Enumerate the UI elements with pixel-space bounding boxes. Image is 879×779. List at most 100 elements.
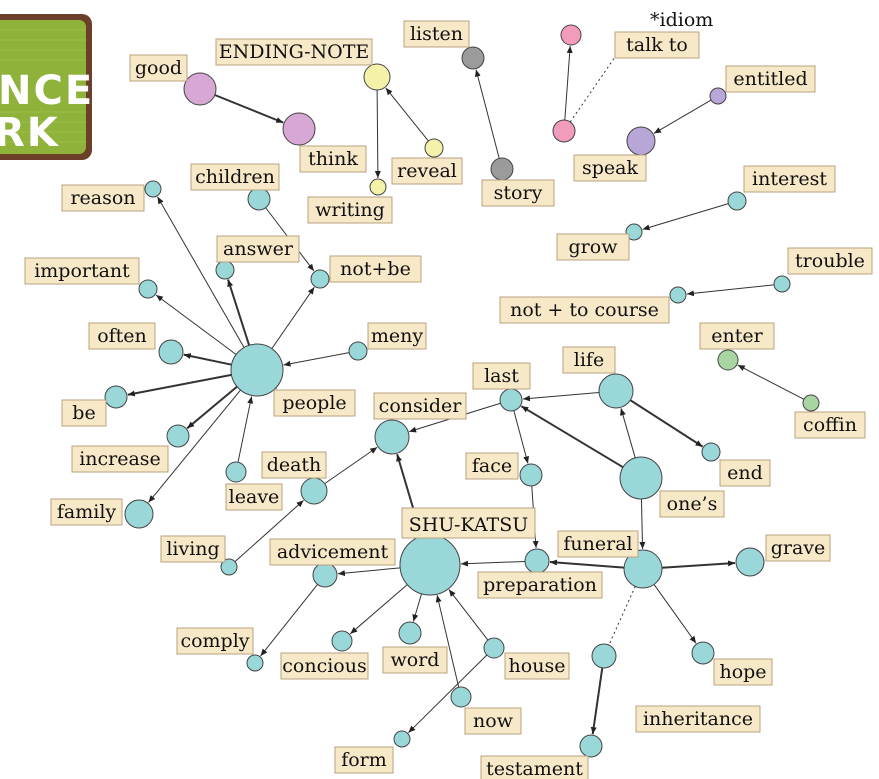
edge-house-form bbox=[408, 654, 488, 734]
label-form: form bbox=[334, 746, 394, 774]
label-consider: consider bbox=[373, 392, 467, 420]
label-box-notbe bbox=[329, 255, 422, 283]
label-now: now bbox=[464, 707, 522, 735]
edge-reveal-endingnote bbox=[385, 87, 429, 142]
node-preparation bbox=[524, 548, 550, 574]
label-face: face bbox=[465, 452, 519, 480]
node-consider bbox=[374, 419, 410, 455]
label-advicement: advicement bbox=[269, 538, 396, 566]
node-reveal bbox=[424, 138, 444, 158]
label-box-trouble bbox=[787, 247, 873, 275]
label-box-people bbox=[273, 389, 356, 417]
label-text-notcourse: not + to course bbox=[510, 299, 659, 321]
label-text-leave: leave bbox=[229, 486, 280, 508]
edge-inheritance-testament bbox=[590, 667, 604, 735]
label-box-increase bbox=[71, 445, 169, 473]
label-text-form: form bbox=[341, 749, 387, 771]
node-meny bbox=[348, 341, 368, 361]
node-reason bbox=[144, 180, 162, 198]
label-box-funeral bbox=[557, 530, 639, 558]
label-box-be bbox=[61, 399, 107, 427]
node-word bbox=[398, 621, 422, 645]
label-box-grow bbox=[556, 233, 630, 261]
label-last: last bbox=[472, 362, 531, 390]
edge-coffin-enter bbox=[737, 364, 805, 400]
label-text-concious: concious bbox=[282, 655, 366, 677]
label-box-talkto bbox=[614, 31, 700, 59]
label-box-leave bbox=[225, 483, 283, 511]
edge-ones-life bbox=[620, 408, 636, 458]
edge-story-listen bbox=[474, 69, 500, 159]
nodes bbox=[104, 24, 820, 758]
label-end: end bbox=[719, 459, 771, 487]
node-children bbox=[247, 187, 271, 211]
label-text-life: life bbox=[574, 349, 604, 371]
label-text-consider: consider bbox=[379, 395, 463, 417]
label-box-family bbox=[50, 498, 123, 526]
edge-last-face bbox=[513, 410, 530, 464]
label-reason: reason bbox=[61, 184, 145, 212]
node-pink2 bbox=[552, 119, 576, 143]
label-often: often bbox=[88, 322, 156, 350]
label-text-interest: interest bbox=[752, 168, 827, 190]
label-think: think bbox=[299, 145, 367, 173]
node-end bbox=[701, 442, 721, 462]
label-talkto: talk to bbox=[614, 31, 700, 59]
node-listen bbox=[461, 46, 485, 70]
label-preparation: preparation bbox=[477, 571, 603, 599]
label-box-inheritance bbox=[635, 705, 761, 733]
label-box-think bbox=[299, 145, 367, 173]
edge-life-last bbox=[522, 391, 600, 402]
label-text-living: living bbox=[166, 538, 219, 560]
node-now bbox=[450, 686, 472, 708]
label-text-entitled: entitled bbox=[733, 68, 807, 90]
node-trouble bbox=[773, 275, 791, 293]
label-house: house bbox=[504, 652, 570, 680]
label-endingnote: ENDING-NOTE bbox=[215, 38, 373, 66]
edge-funeral-preparation bbox=[549, 559, 625, 569]
node-enter bbox=[717, 349, 739, 371]
label-box-face bbox=[465, 452, 519, 480]
label-text-listen: listen bbox=[410, 23, 463, 45]
label-text-hope: hope bbox=[719, 661, 766, 683]
node-important bbox=[138, 279, 158, 299]
label-box-life bbox=[562, 346, 616, 374]
label-box-living bbox=[160, 535, 226, 563]
edge-preparation-shukatsu bbox=[460, 560, 526, 567]
label-text-often: often bbox=[97, 325, 147, 347]
label-answer: answer bbox=[216, 235, 300, 263]
label-text-writing: writing bbox=[315, 199, 385, 221]
label-speak: speak bbox=[573, 154, 647, 182]
label-box-listen bbox=[403, 20, 470, 48]
node-notcourse bbox=[669, 286, 687, 304]
label-living: living bbox=[160, 535, 226, 563]
node-hope bbox=[691, 641, 715, 665]
label-text-meny: meny bbox=[371, 325, 423, 347]
label-box-enter bbox=[699, 322, 775, 350]
edge-pink2-talkto_label bbox=[569, 44, 624, 123]
edge-hub-important bbox=[155, 294, 237, 355]
node-shukatsu bbox=[399, 534, 461, 596]
label-children: children bbox=[190, 163, 280, 191]
label-box-interest bbox=[743, 165, 836, 193]
edge-funeral-grave bbox=[661, 560, 736, 569]
label-text-notbe: not+be bbox=[340, 258, 411, 280]
label-box-consider bbox=[373, 392, 467, 420]
logo-fill bbox=[0, 20, 86, 154]
edge-funeral-hope bbox=[653, 584, 697, 644]
label-text-advicement: advicement bbox=[277, 541, 389, 563]
label-shukatsu: SHU-KATSU bbox=[401, 507, 536, 539]
label-reveal: reveal bbox=[391, 157, 463, 185]
label-text-preparation: preparation bbox=[483, 574, 597, 596]
node-entitled bbox=[709, 87, 727, 105]
label-box-meny bbox=[367, 322, 427, 350]
label-box-ones bbox=[659, 490, 725, 518]
edge-hub-notbe bbox=[271, 286, 315, 349]
label-text-death: death bbox=[267, 454, 322, 476]
edge-shukatsu-word bbox=[412, 593, 423, 622]
label-box-preparation bbox=[477, 571, 603, 599]
label-text-end: end bbox=[727, 462, 763, 484]
labels: SHU-KATSUreasonchildrenanswernot+beimpor… bbox=[24, 20, 873, 779]
edge-death-consider bbox=[324, 446, 378, 485]
